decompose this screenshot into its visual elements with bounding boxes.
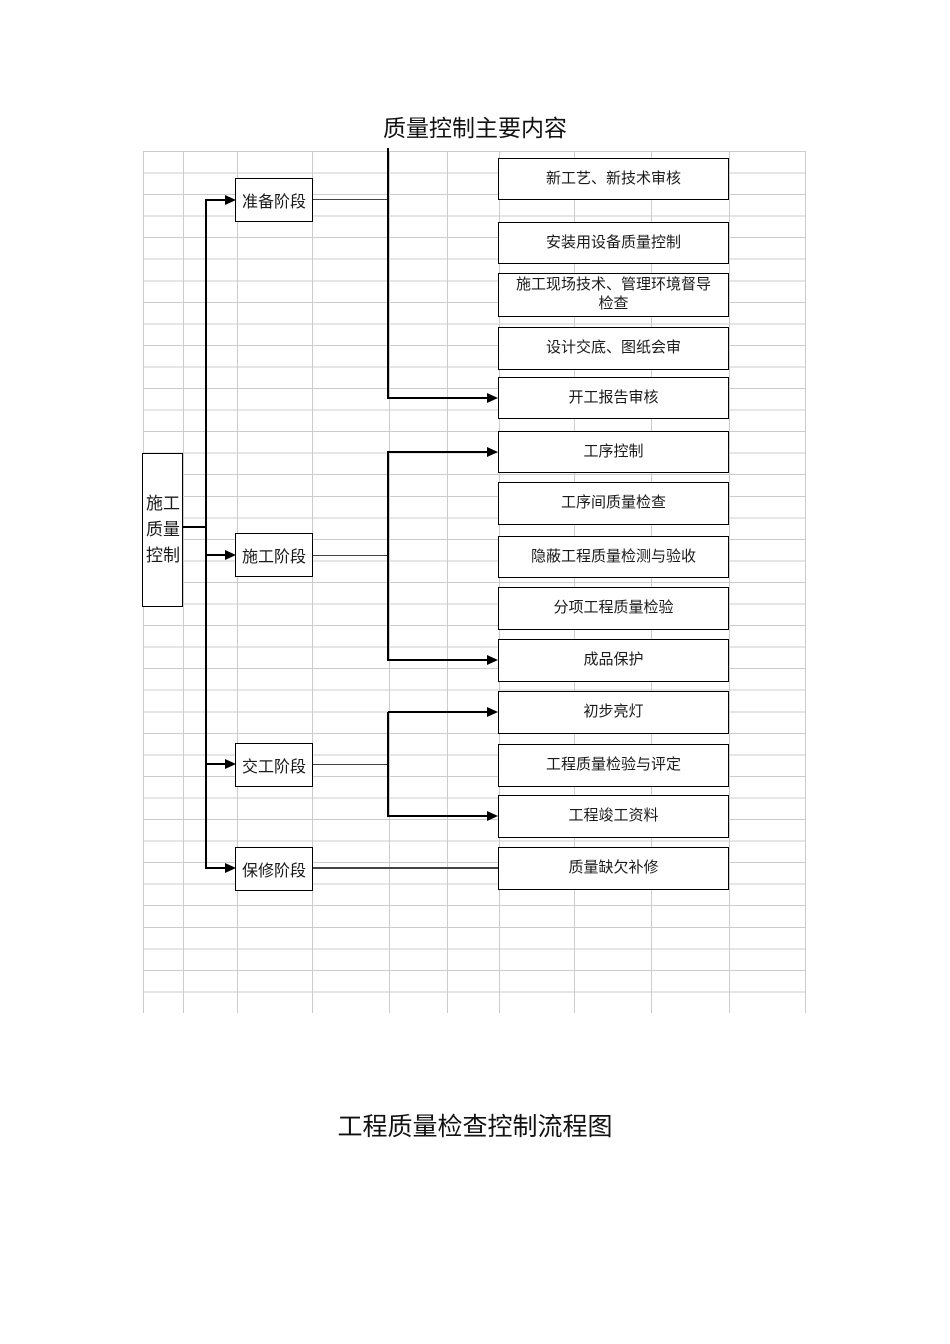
arrow-shaft-prep-stage — [206, 199, 226, 201]
item-box-10-product-protection: 成品保护 — [498, 639, 729, 682]
connector-root-to-trunk — [183, 526, 207, 528]
arrow-head-prep-stage — [225, 195, 236, 205]
item-box-11-initial-lighting: 初步亮灯 — [498, 691, 729, 734]
connector-prep-to-trunk — [313, 199, 388, 200]
item-box-6-process-control: 工序控制 — [498, 431, 729, 473]
connector-trunk-c — [387, 712, 389, 817]
connector-handover-to-trunk — [313, 764, 388, 765]
arrow-shaft-handover-stage — [206, 763, 226, 765]
connector-trunk-a — [387, 148, 389, 399]
grid-column-line — [499, 151, 500, 1013]
item-box-14-defect-repair: 质量缺欠补修 — [498, 847, 729, 890]
item-box-12-quality-inspection-rating: 工程质量检验与评定 — [498, 744, 729, 787]
connector-trunk-b — [387, 451, 389, 661]
connector-construction-to-trunk — [313, 555, 388, 556]
arrow-head-completion-docs — [487, 811, 498, 821]
arrow-shaft-warranty-stage — [206, 867, 226, 869]
arrow-shaft-initial-lighting — [388, 711, 488, 713]
item-box-5-start-report-review: 开工报告审核 — [498, 377, 729, 419]
item-box-7-interprocess-quality-check: 工序间质量检查 — [498, 482, 729, 525]
grid-column-line — [447, 151, 448, 1013]
item-box-9-subitem-quality-inspection: 分项工程质量检验 — [498, 587, 729, 630]
arrow-shaft-process-control — [388, 451, 488, 453]
grid-column-line — [389, 151, 390, 1013]
arrow-head-construction-stage — [225, 550, 236, 560]
connector-warranty-to-item — [313, 867, 498, 869]
arrow-shaft-completion-docs — [388, 815, 488, 817]
stage-box-1-preparation: 准备阶段 — [235, 178, 313, 222]
grid-column-line — [574, 151, 575, 1013]
grid-column-line — [729, 151, 730, 1013]
item-box-4-design-disclosure: 设计交底、图纸会审 — [498, 327, 729, 370]
grid-column-line — [183, 151, 184, 1013]
arrow-head-warranty-stage — [225, 863, 236, 873]
root-box-construction-quality-control: 施工质量控制 — [142, 453, 183, 607]
connector-left-trunk — [205, 199, 207, 869]
arrow-head-process-control — [487, 447, 498, 457]
arrow-head-start-report — [487, 393, 498, 403]
stage-box-2-construction: 施工阶段 — [235, 533, 313, 577]
arrow-head-handover-stage — [225, 759, 236, 769]
item-box-2-equipment-quality: 安装用设备质量控制 — [498, 222, 729, 264]
grid-column-line — [805, 151, 806, 1013]
arrow-head-product-protection — [487, 655, 498, 665]
figure-caption: 工程质量检查控制流程图 — [337, 1114, 613, 1141]
item-box-13-completion-documents: 工程竣工资料 — [498, 795, 729, 838]
arrow-shaft-product-protection — [388, 659, 488, 661]
grid-column-line — [651, 151, 652, 1013]
item-box-8-hidden-works-inspection: 隐蔽工程质量检测与验收 — [498, 536, 729, 578]
page-title: 质量控制主要内容 — [383, 116, 567, 141]
stage-box-3-handover: 交工阶段 — [235, 743, 313, 787]
item-box-3-site-supervision-check: 施工现场技术、管理环境督导检查 — [498, 273, 729, 317]
stage-box-4-warranty: 保修阶段 — [235, 847, 313, 891]
grid-column-line — [237, 151, 238, 1013]
arrow-head-initial-lighting — [487, 707, 498, 717]
arrow-shaft-construction-stage — [206, 554, 226, 556]
item-box-1-new-tech-review: 新工艺、新技术审核 — [498, 158, 729, 200]
arrow-shaft-start-report — [388, 397, 488, 399]
grid-column-line — [312, 151, 313, 1013]
